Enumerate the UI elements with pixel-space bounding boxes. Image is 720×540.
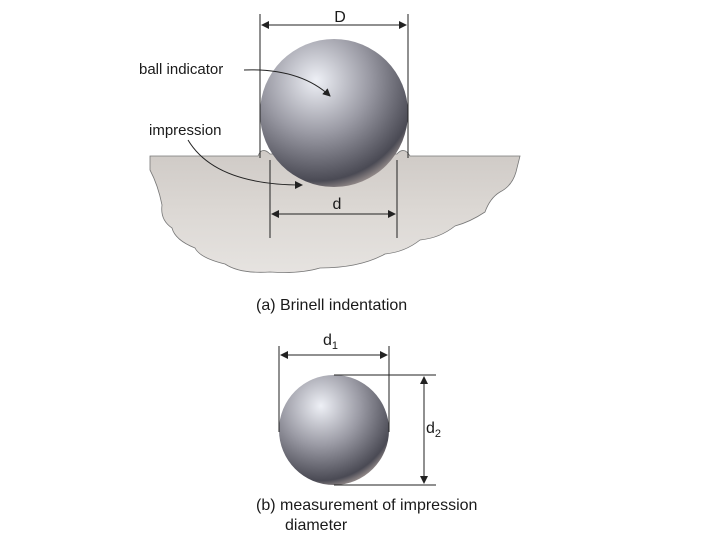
impression-label: impression <box>149 122 222 139</box>
d2-label: d2 <box>426 420 441 440</box>
caption-b-line1: (b) measurement of impression <box>256 497 477 514</box>
impression-leader <box>187 139 303 189</box>
caption-b-line2: diameter <box>285 517 348 534</box>
d1-label: d1 <box>323 332 338 352</box>
ball-indicator <box>260 39 408 187</box>
d-label: d <box>333 196 342 213</box>
caption-a: (a) Brinell indentation <box>256 297 407 314</box>
D-label: D <box>334 9 346 26</box>
ball-indicator-leader <box>243 69 331 97</box>
ball-indicator-label: ball indicator <box>139 61 223 78</box>
impression-view <box>279 375 389 485</box>
